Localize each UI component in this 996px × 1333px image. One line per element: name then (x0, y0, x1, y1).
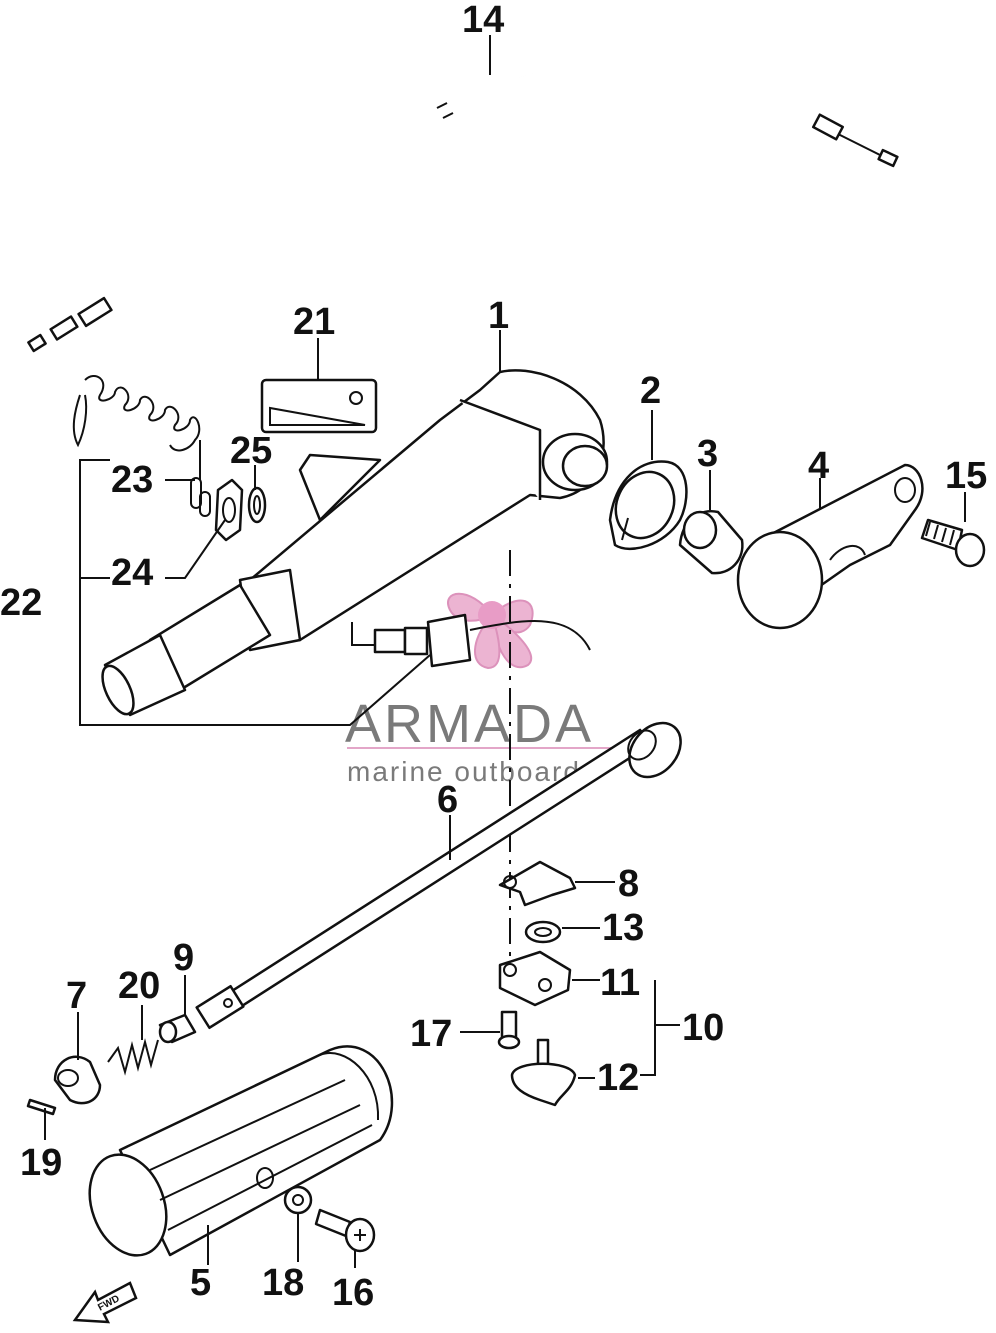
callout-4: 4 (808, 445, 829, 487)
part-24-nut (214, 478, 244, 542)
propeller-logo-icon (447, 592, 534, 670)
callout-3: 3 (697, 433, 718, 475)
part-12-knob (510, 1038, 577, 1107)
connector (351, 613, 591, 668)
part-16-screw (314, 1208, 376, 1253)
fwd-arrow-icon: FWD (72, 1281, 138, 1324)
part-20-spring (107, 1038, 159, 1076)
callout-8: 8 (618, 863, 639, 905)
callout-15: 15 (945, 455, 987, 497)
part-14-throttle-cable (27, 61, 899, 353)
callout-18: 18 (262, 1262, 304, 1304)
callout-22: 22 (0, 582, 42, 624)
part-2-bushing (608, 460, 688, 550)
watermark-brand: ARMADA (345, 694, 594, 754)
callout-6: 6 (437, 779, 458, 821)
part-23-lanyard (72, 375, 211, 517)
part-18-lock-washer (283, 1185, 313, 1215)
part-4-grip-housing (736, 463, 924, 630)
callout-9: 9 (173, 937, 194, 979)
callout-5: 5 (190, 1262, 211, 1304)
callout-25: 25 (230, 430, 272, 472)
callout-16: 16 (332, 1272, 374, 1314)
part-3-collar (678, 510, 744, 575)
callout-24: 24 (111, 552, 153, 594)
part-8-plate (498, 860, 577, 907)
callout-13: 13 (602, 907, 644, 949)
part-17-screw (497, 1010, 521, 1050)
callout-17: 17 (410, 1013, 452, 1055)
part-7-cap (53, 1055, 102, 1105)
callout-11: 11 (600, 962, 640, 1004)
part-21-decal (260, 378, 378, 434)
leader-lines (44, 35, 966, 1268)
callout-21: 21 (293, 301, 335, 343)
part-13-washer (524, 920, 562, 944)
watermark: ARMADA marine outboards (345, 592, 640, 787)
part-11-block (498, 950, 572, 1007)
callout-7: 7 (66, 975, 87, 1017)
watermark-tagline: marine outboards (347, 756, 597, 787)
callout-labels: 14 1 2 3 4 15 21 25 23 24 22 6 8 13 11 1… (0, 0, 987, 1314)
part-19-pin (26, 1098, 57, 1116)
callout-19: 19 (20, 1142, 62, 1184)
callout-2: 2 (640, 370, 661, 412)
callout-1: 1 (488, 295, 509, 337)
part-6-throttle-shaft (195, 721, 682, 1030)
callout-10: 10 (682, 1007, 724, 1049)
part-9-sleeve (158, 1013, 197, 1044)
part-1-tiller-handle (101, 369, 609, 717)
callout-12: 12 (597, 1057, 639, 1099)
part-15-bolt (920, 518, 986, 568)
part-5-grip (88, 1045, 394, 1257)
callout-23: 23 (111, 459, 153, 501)
callout-20: 20 (118, 965, 160, 1007)
part-25-washer (247, 486, 267, 524)
callout-14: 14 (462, 0, 504, 41)
